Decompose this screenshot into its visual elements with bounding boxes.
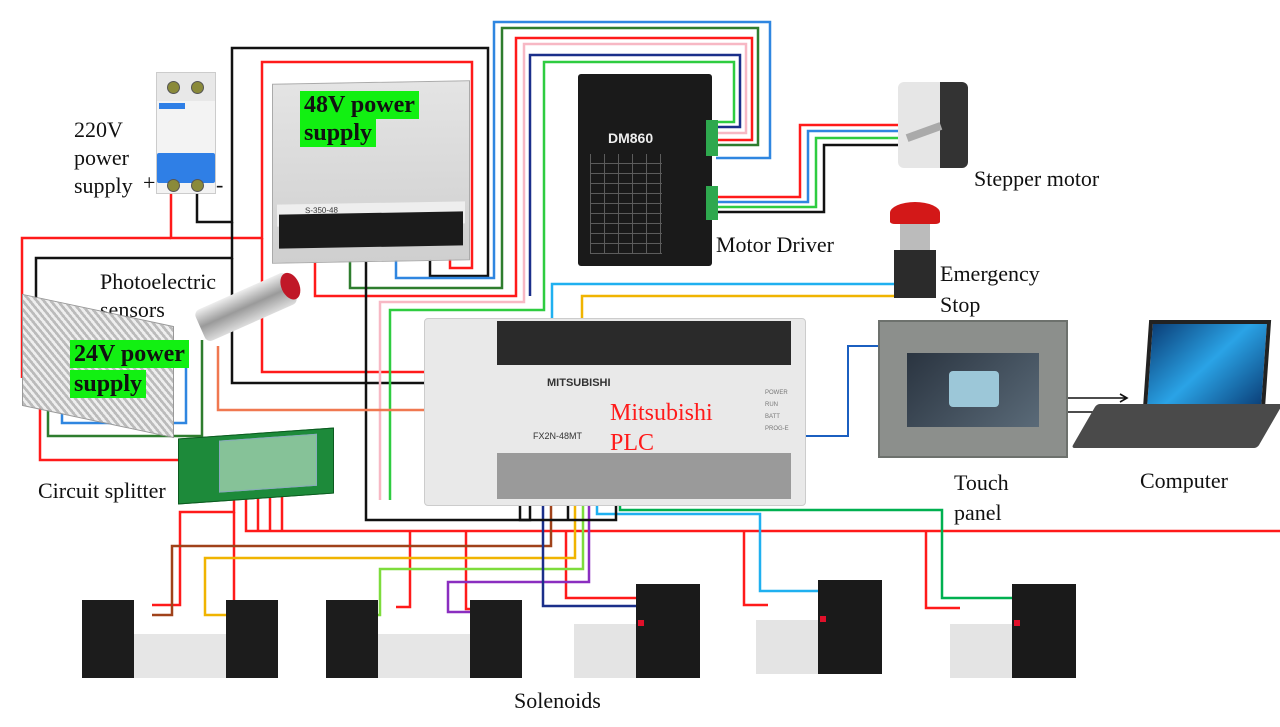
plc-model: FX2N-48MT xyxy=(533,431,583,441)
label-48v-line2: supply xyxy=(300,119,377,147)
label-220v-line3: supply xyxy=(74,173,133,198)
arrow-panel-computer-1 xyxy=(1060,393,1129,403)
plc-led-run: RUN xyxy=(765,402,778,408)
wire-red-splitter xyxy=(38,395,205,462)
plc-led-labels: POWER RUN BATT PROG-E xyxy=(765,387,789,435)
wire-navy xyxy=(541,484,640,608)
wire-pink-psu xyxy=(378,42,748,500)
wire-red-breaker xyxy=(169,60,474,270)
plc-bottom-terminal-block xyxy=(497,453,791,499)
wire-yellow xyxy=(203,490,577,617)
wire-panel-blue xyxy=(804,345,878,437)
label-sensor-line1: Photoelectric xyxy=(100,269,217,294)
breaker-brand-badge xyxy=(159,103,185,109)
circuit-breaker xyxy=(156,72,216,194)
label-220v-line2: power xyxy=(74,145,129,170)
wire-stepper-blue xyxy=(716,129,900,204)
solenoid-valve-double-1 xyxy=(82,600,278,678)
label-plc-line2: PLC xyxy=(610,430,655,456)
wire-stepper-black xyxy=(716,143,900,214)
wire-red-splitter-bus xyxy=(244,497,1280,533)
wire-brown xyxy=(152,490,553,617)
plus-sign: + xyxy=(143,170,156,195)
motor-driver: DM860 xyxy=(578,74,718,266)
wire-darkgreen-24v xyxy=(46,340,204,438)
solenoid-valve-double-2 xyxy=(326,600,522,678)
plc-top-terminal-block xyxy=(497,321,791,365)
label-plc-line1: Mitsubishi xyxy=(610,400,713,426)
wire-red-sol3 xyxy=(396,531,412,609)
wire-stepper-green xyxy=(716,136,900,209)
wire-red-psu xyxy=(313,36,754,298)
label-220v: 220V power supply xyxy=(74,116,133,200)
label-touch-line1: Touch xyxy=(954,470,1009,495)
label-computer: Computer xyxy=(1140,468,1228,493)
wire-red-sol6 xyxy=(742,531,768,607)
label-24v-line1: 24V power xyxy=(70,340,189,368)
wire-purple xyxy=(446,484,591,614)
wire-red-sol5 xyxy=(564,531,640,600)
label-220v-line1: 220V xyxy=(74,117,123,142)
label-touch-panel: Touch panel xyxy=(954,468,1009,528)
wire-black-breaker xyxy=(195,46,490,278)
label-estop-line1: Emergency xyxy=(940,261,1040,286)
wire-navy-driver xyxy=(528,53,742,296)
plc-led-prog: PROG-E xyxy=(765,426,789,432)
minus-sign: - xyxy=(216,172,224,197)
driver-model: DM860 xyxy=(608,130,654,146)
label-plc: Mitsubishi PLC xyxy=(610,398,713,458)
wire-green-driver xyxy=(388,60,736,500)
label-sensor: Photoelectric sensors xyxy=(100,268,216,324)
mitsubishi-plc: MITSUBISHI FX2N-48MT POWER RUN BATT PROG… xyxy=(424,318,806,506)
wire-stepper-red xyxy=(716,123,900,199)
label-splitter: Circuit splitter xyxy=(38,478,166,503)
wire-black-psu-down xyxy=(364,243,532,522)
label-24v-line2: supply xyxy=(70,370,147,398)
solenoid-valve-single-3 xyxy=(950,584,1076,684)
wire-red-sol7 xyxy=(924,531,960,610)
stepper-motor xyxy=(898,82,968,168)
wire-lightgreen xyxy=(358,490,585,617)
plc-led-power: POWER xyxy=(765,390,788,396)
touch-panel xyxy=(878,320,1068,458)
label-touch-line2: panel xyxy=(954,500,1002,525)
label-estop-line2: Stop xyxy=(940,292,981,317)
wire-darkgreen-48v xyxy=(348,26,760,290)
wire-lightblue-sol xyxy=(595,500,830,593)
wire-red-sol1b xyxy=(232,512,242,609)
plc-brand: MITSUBISHI xyxy=(547,377,611,389)
solenoid-valve-single-1 xyxy=(574,584,700,684)
emergency-stop-switch xyxy=(890,202,940,298)
label-48v-line1: 48V power xyxy=(300,91,419,119)
plc-led-batt: BATT xyxy=(765,414,780,420)
wire-red-sol1 xyxy=(152,497,236,607)
circuit-splitter xyxy=(178,427,334,505)
wire-blue-48v xyxy=(394,20,772,280)
solenoid-valve-single-2 xyxy=(756,580,882,680)
label-solenoids: Solenoids xyxy=(514,688,601,713)
computer-laptop xyxy=(1071,320,1280,462)
label-motor-driver: Motor Driver xyxy=(716,232,834,257)
label-stepper: Stepper motor xyxy=(974,166,1100,191)
